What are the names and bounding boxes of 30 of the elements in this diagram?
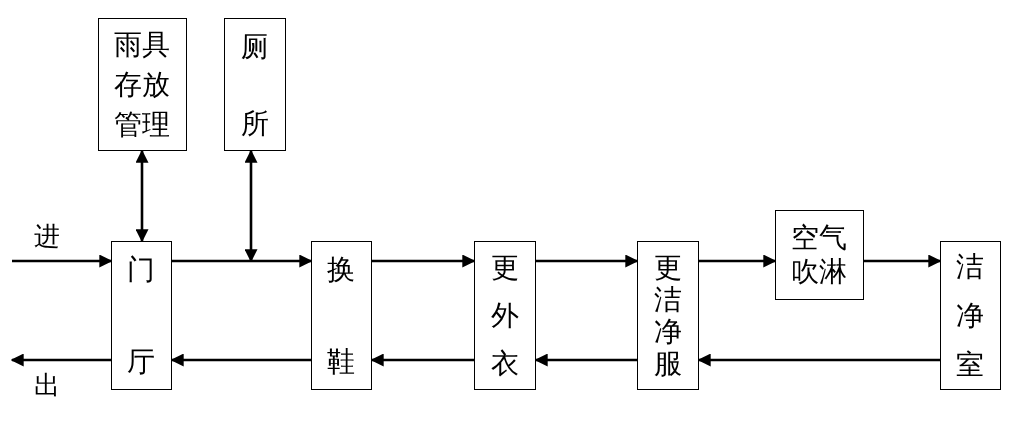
arrow: [170, 353, 311, 367]
arrow: [370, 353, 474, 367]
box-label: 更洁净服: [653, 251, 683, 380]
arrow: [244, 149, 258, 263]
process-box: [224, 18, 286, 151]
arrow: [534, 353, 637, 367]
process-box: [940, 241, 1001, 390]
process-box: [111, 241, 172, 390]
process-box: [775, 210, 864, 300]
arrow: [12, 254, 113, 268]
arrow: [536, 254, 639, 268]
arrow: [372, 254, 476, 268]
arrow: [864, 254, 942, 268]
arrow: [135, 149, 149, 243]
arrow: [10, 353, 111, 367]
arrow: [699, 254, 777, 268]
process-box: [474, 241, 536, 390]
box-label: 门厅: [126, 251, 157, 380]
box-label: 雨具存放管理: [113, 26, 172, 143]
box-label: 洁净室: [955, 249, 986, 383]
process-box: [637, 241, 699, 390]
process-box: [311, 241, 372, 390]
arrow: [697, 353, 940, 367]
process-box: [98, 18, 187, 151]
arrow: [172, 254, 313, 268]
box-label: 换鞋: [326, 251, 357, 380]
box-label: 更外衣: [490, 249, 520, 382]
box-label: 空气吹淋: [790, 221, 849, 289]
edge-label: 进: [32, 221, 62, 251]
box-label: 厕所: [240, 28, 270, 142]
